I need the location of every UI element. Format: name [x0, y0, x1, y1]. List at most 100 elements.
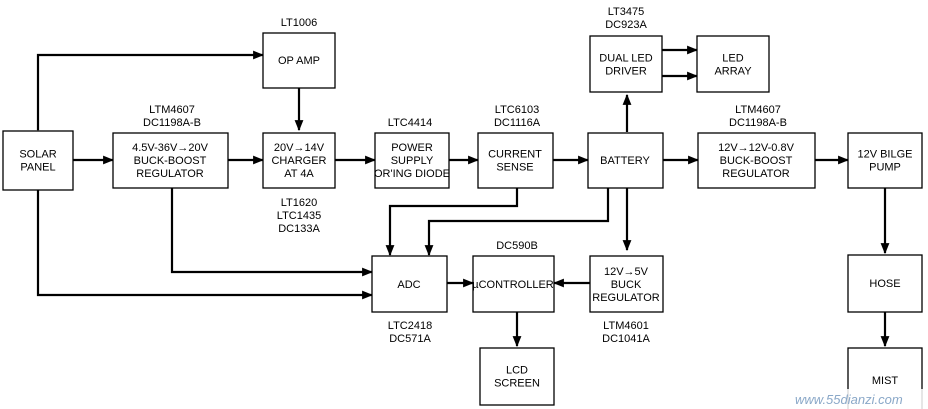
microcontroller-block: µCONTROLLER: [472, 255, 555, 313]
text-line: OR'ING DIODE: [374, 168, 450, 180]
text-line: REGULATOR: [592, 292, 659, 304]
wire-buckboost1-adc: [170, 188, 374, 277]
text-line: AT 4A: [284, 168, 314, 180]
text-line: DC133A: [278, 223, 320, 235]
text-line: DC571A: [389, 333, 431, 345]
text-line: BATTERY: [600, 155, 650, 167]
text-line: ADC: [397, 279, 420, 291]
text-line: REGULATOR: [136, 168, 203, 180]
text-line: LT1620: [281, 197, 318, 209]
text-line: SOLAR: [19, 149, 56, 161]
wire-solar-adc: [36, 190, 374, 300]
text-line: LTM4607: [735, 104, 781, 116]
text-line: DC1041A: [602, 333, 650, 345]
text-line: LTM4607: [149, 104, 195, 116]
text-line: LTC6103: [495, 104, 539, 116]
battery-block: BATTERY: [587, 132, 664, 189]
text-line: CURRENT: [488, 149, 542, 161]
text-line: ARRAY: [714, 66, 752, 78]
text-line: 20V→14V: [274, 142, 325, 154]
wire-solar-opamp: [33, 50, 265, 140]
text-line: LTC2418: [388, 320, 432, 332]
text-line: LTM4601: [603, 320, 649, 332]
watermark: www.55dianzi.com: [795, 392, 903, 407]
text-line: BUCK: [611, 279, 642, 291]
block-label: OP AMP: [278, 55, 320, 67]
text-line: DC923A: [605, 19, 647, 31]
text-line: LT1006: [281, 17, 318, 29]
text-line: DC590B: [496, 240, 538, 252]
text-line: MIST: [872, 375, 899, 387]
text-line: SCREEN: [494, 378, 540, 390]
text-line: LED: [722, 53, 743, 65]
block-label: HOSE: [869, 278, 900, 290]
block-label: BATTERY: [600, 155, 650, 167]
text-line: DRIVER: [605, 66, 647, 78]
text-line: LTC4414: [388, 117, 432, 129]
text-line: SUPPLY: [391, 155, 434, 167]
text-line: 4.5V-36V→20V: [132, 142, 208, 154]
text-line: BUCK-BOOST: [720, 155, 793, 167]
text-line: LT3475: [608, 6, 645, 18]
text-line: DUAL LED: [599, 53, 652, 65]
wire-battery-adc: [424, 187, 610, 257]
hose-block: HOSE: [847, 254, 923, 313]
text-line: 12V→12V-0.8V: [718, 142, 794, 154]
text-line: LCD: [506, 365, 528, 377]
text-line: 12V→5V: [604, 266, 649, 278]
wire-currentsense-adc: [385, 187, 519, 257]
text-line: OP AMP: [278, 55, 320, 67]
text-line: LTC1435: [277, 210, 321, 222]
part-label-op-amp: LT1006: [281, 17, 318, 29]
block-label: ADC: [397, 279, 420, 291]
text-line: REGULATOR: [722, 168, 789, 180]
text-line: µCONTROLLER: [472, 279, 554, 291]
text-line: DC1198A-B: [143, 117, 201, 129]
text-line: DC1116A: [494, 117, 541, 129]
text-line: PANEL: [20, 162, 55, 174]
op-amp-block: OP AMP: [262, 32, 336, 89]
text-line: HOSE: [869, 278, 900, 290]
connector-wires: [33, 45, 890, 348]
part-label-controller: DC590B: [496, 240, 538, 252]
block-label: MIST: [872, 375, 899, 387]
text-line: PUMP: [869, 162, 901, 174]
adc-block: ADC: [371, 255, 448, 313]
text-line: CHARGER: [271, 155, 326, 167]
text-line: DC1198A-B: [729, 117, 787, 129]
text-line: POWER: [391, 142, 433, 154]
text-line: BUCK-BOOST: [134, 155, 207, 167]
text-line: 12V BILGE: [857, 149, 912, 161]
part-label-power-supply: LTC4414: [388, 117, 432, 129]
